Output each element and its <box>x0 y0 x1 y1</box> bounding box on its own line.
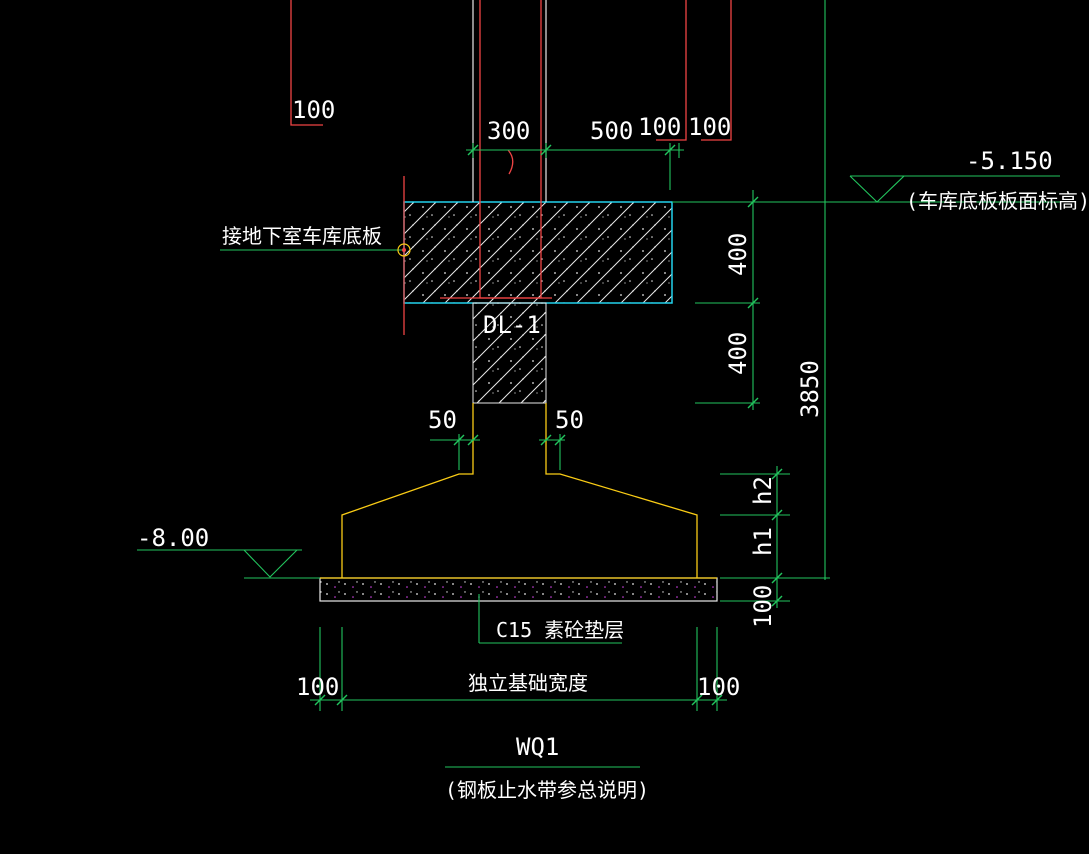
dimension-ticks <box>314 144 783 706</box>
rebar-lines <box>290 0 732 335</box>
labels: 100 300 500 100 100 -5.150 (车库底板板面标高) 接地… <box>137 96 1089 802</box>
dim-100-b: 100 <box>688 113 731 141</box>
floor-slab <box>403 201 673 304</box>
wall-note: (钢板止水带参总说明) <box>445 778 649 802</box>
wall-tag-wq1: WQ1 <box>516 733 559 761</box>
dim-100-right: 100 <box>697 673 740 701</box>
footing-outline <box>320 403 717 579</box>
connect-slab-note: 接地下室车库底板 <box>222 224 382 248</box>
ground-beam-dl1 <box>472 302 547 404</box>
concrete-pad-c15 <box>319 577 718 602</box>
connection-marker-icon <box>397 243 411 257</box>
elevation-bottom: -8.00 <box>137 524 209 552</box>
dim-50-right: 50 <box>555 406 584 434</box>
dimension-lines <box>137 0 1060 768</box>
elevation-top-note: (车库底板板面标高) <box>906 189 1089 213</box>
footing-width-note: 独立基础宽度 <box>468 671 588 695</box>
dim-3850: 3850 <box>796 360 824 418</box>
dim-500: 500 <box>590 117 633 145</box>
dim-400-b: 400 <box>724 332 752 375</box>
dim-100-top: 100 <box>292 96 335 124</box>
dim-50-left: 50 <box>428 406 457 434</box>
beam-tag-dl1: DL-1 <box>483 311 541 339</box>
dim-400-a: 400 <box>724 233 752 276</box>
pad-note-c15: C15 素砼垫层 <box>496 618 624 642</box>
dim-300: 300 <box>487 117 530 145</box>
dim-100-a: 100 <box>638 113 681 141</box>
dim-h2: h2 <box>749 476 777 505</box>
dim-100-pad: 100 <box>749 585 777 628</box>
elevation-top: -5.150 <box>966 147 1053 175</box>
wall-lines <box>472 0 547 202</box>
dim-100-left: 100 <box>296 673 339 701</box>
dim-h1: h1 <box>749 527 777 556</box>
